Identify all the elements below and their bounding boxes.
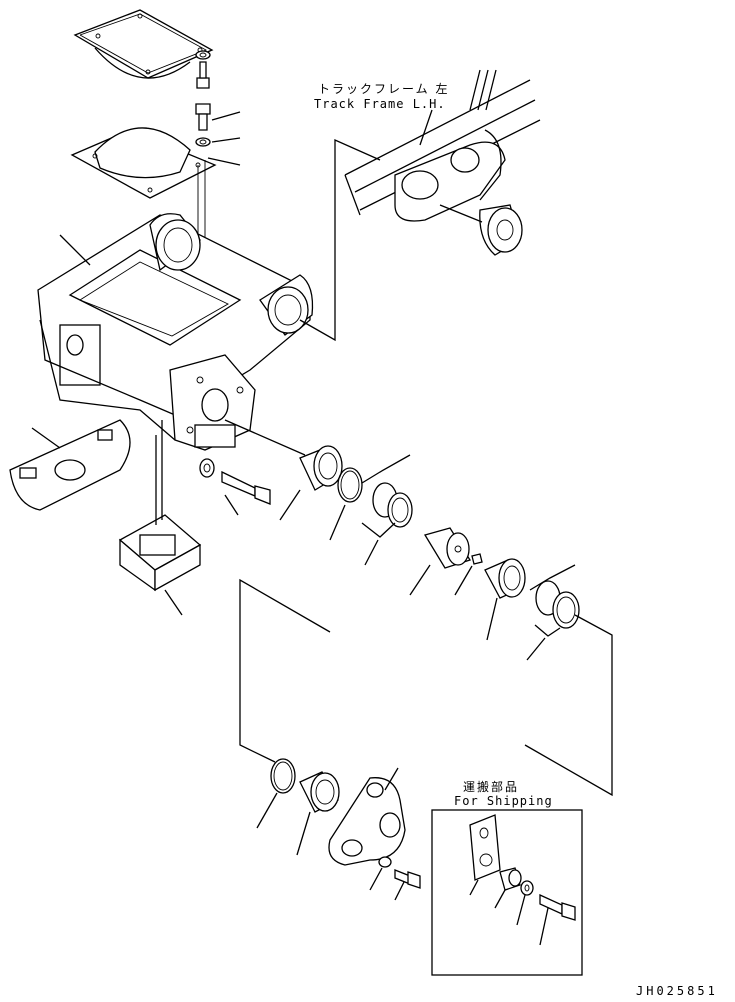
upper-cover <box>73 9 214 79</box>
retainer-plate <box>328 777 406 866</box>
dome-cover <box>70 127 217 199</box>
shipping-washer <box>520 880 534 896</box>
seal-set-2 <box>535 580 580 629</box>
washer-small-1 <box>195 50 211 60</box>
center-pin <box>424 527 471 569</box>
drawing-code: JH025851 <box>636 984 718 998</box>
washer-3 <box>378 856 392 868</box>
track-frame-label-jp: トラックフレーム 左 <box>318 82 450 96</box>
track-frame-label-en: Track Frame L.H. <box>314 97 446 111</box>
washer-pin <box>199 458 215 478</box>
bolt-2 <box>195 103 211 131</box>
pivot-bushing-inset <box>479 204 523 256</box>
shipping-box <box>431 809 583 976</box>
grease-fitting <box>471 553 483 565</box>
shipping-bolt <box>539 893 576 921</box>
snap-ring-1 <box>337 467 363 503</box>
snap-ring-2 <box>270 758 296 794</box>
seal-set-1 <box>372 482 413 528</box>
shipping-bracket <box>469 814 501 881</box>
equalizer-frame <box>37 213 314 451</box>
pin-bolt <box>221 470 271 505</box>
washer-small-2 <box>195 137 211 147</box>
track-frame <box>344 69 541 222</box>
bolt-3 <box>394 869 421 889</box>
shipping-label-jp: 運搬部品 <box>463 780 520 794</box>
bushing-1 <box>299 445 343 491</box>
bushing-2 <box>484 558 526 599</box>
shipping-label-en: For Shipping <box>454 794 553 808</box>
side-guard <box>9 419 131 511</box>
bushing-3 <box>299 771 340 813</box>
shipping-spacer <box>499 867 522 891</box>
stopper-block <box>118 514 202 592</box>
bolt-1 <box>196 61 210 89</box>
